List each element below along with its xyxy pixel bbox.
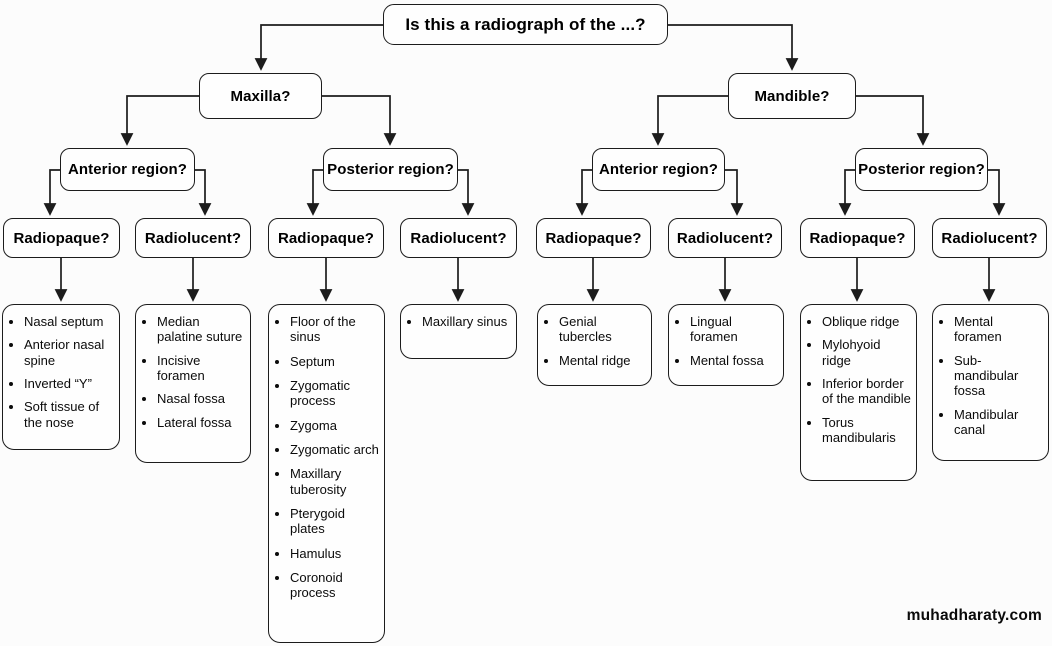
finding-item: Mandibular canal	[954, 407, 1043, 438]
finding-item: Maxillary tuberosity	[290, 466, 379, 497]
finding-item: Genial tubercles	[559, 314, 646, 345]
leaf-mandible-anterior-radiolucent-findings: Lingual foramenMental fossa	[668, 304, 784, 386]
decision-maxilla-anterior-region: Anterior region?	[60, 148, 195, 191]
finding-item: Septum	[290, 354, 379, 369]
finding-item: Zygoma	[290, 418, 379, 433]
finding-item: Hamulus	[290, 546, 379, 561]
decision-mandible-anterior-radiopaque: Radiopaque?	[536, 218, 651, 258]
finding-item: Mental foramen	[954, 314, 1043, 345]
decision-maxilla-posterior-region: Posterior region?	[323, 148, 458, 191]
leaf-maxilla-anterior-radiopaque-findings: Nasal septumAnterior nasal spineInverted…	[2, 304, 120, 450]
leaf-mandible-posterior-radiopaque-findings: Oblique ridgeMylohyoid ridgeInferior bor…	[800, 304, 917, 481]
finding-item: Sub-mandibular fossa	[954, 353, 1043, 399]
watermark: muhadharaty.com	[906, 607, 1042, 624]
leaf-mandible-posterior-radiolucent-findings: Mental foramenSub-mandibular fossaMandib…	[932, 304, 1049, 461]
decision-maxilla: Maxilla?	[199, 73, 322, 119]
finding-item: Lateral fossa	[157, 415, 245, 430]
finding-item: Mylohyoid ridge	[822, 337, 911, 368]
finding-item: Zygomatic arch	[290, 442, 379, 457]
finding-item: Lingual foramen	[690, 314, 778, 345]
finding-item: Coronoid process	[290, 570, 379, 601]
finding-item: Nasal fossa	[157, 391, 245, 406]
leaf-maxilla-posterior-radiopaque-findings: Floor of the sinusSeptumZygomatic proces…	[268, 304, 385, 643]
decision-root: Is this a radiograph of the ...?	[383, 4, 668, 45]
finding-item: Nasal septum	[24, 314, 114, 329]
leaf-maxilla-anterior-radiolucent-findings: Median palatine sutureIncisive foramenNa…	[135, 304, 251, 463]
finding-item: Torus mandibularis	[822, 415, 911, 446]
decision-mandible-anterior-region: Anterior region?	[592, 148, 725, 191]
decision-maxilla-anterior-radiopaque: Radiopaque?	[3, 218, 120, 258]
finding-list: Floor of the sinusSeptumZygomatic proces…	[271, 314, 379, 601]
finding-list: Lingual foramenMental fossa	[671, 314, 778, 368]
decision-mandible: Mandible?	[728, 73, 856, 119]
finding-list: Median palatine sutureIncisive foramenNa…	[138, 314, 245, 430]
finding-item: Soft tissue of the nose	[24, 399, 114, 430]
finding-item: Inverted “Y”	[24, 376, 114, 391]
decision-maxilla-anterior-radiolucent: Radiolucent?	[135, 218, 251, 258]
decision-maxilla-posterior-radiopaque: Radiopaque?	[268, 218, 384, 258]
leaf-maxilla-posterior-radiolucent-findings: Maxillary sinus	[400, 304, 517, 359]
decision-maxilla-posterior-radiolucent: Radiolucent?	[400, 218, 517, 258]
finding-item: Incisive foramen	[157, 353, 245, 384]
finding-list: Mental foramenSub-mandibular fossaMandib…	[935, 314, 1043, 437]
finding-item: Anterior nasal spine	[24, 337, 114, 368]
finding-item: Floor of the sinus	[290, 314, 379, 345]
finding-item: Oblique ridge	[822, 314, 911, 329]
decision-mandible-posterior-radiopaque: Radiopaque?	[800, 218, 915, 258]
finding-item: Maxillary sinus	[422, 314, 511, 329]
finding-list: Nasal septumAnterior nasal spineInverted…	[5, 314, 114, 430]
finding-item: Mental fossa	[690, 353, 778, 368]
finding-list: Genial tuberclesMental ridge	[540, 314, 646, 368]
finding-item: Zygomatic process	[290, 378, 379, 409]
finding-list: Maxillary sinus	[403, 314, 511, 329]
finding-item: Inferior border of the mandible	[822, 376, 911, 407]
finding-item: Median palatine suture	[157, 314, 245, 345]
decision-mandible-anterior-radiolucent: Radiolucent?	[668, 218, 782, 258]
finding-item: Mental ridge	[559, 353, 646, 368]
finding-list: Oblique ridgeMylohyoid ridgeInferior bor…	[803, 314, 911, 445]
decision-mandible-posterior-region: Posterior region?	[855, 148, 988, 191]
decision-mandible-posterior-radiolucent: Radiolucent?	[932, 218, 1047, 258]
leaf-mandible-anterior-radiopaque-findings: Genial tuberclesMental ridge	[537, 304, 652, 386]
finding-item: Pterygoid plates	[290, 506, 379, 537]
